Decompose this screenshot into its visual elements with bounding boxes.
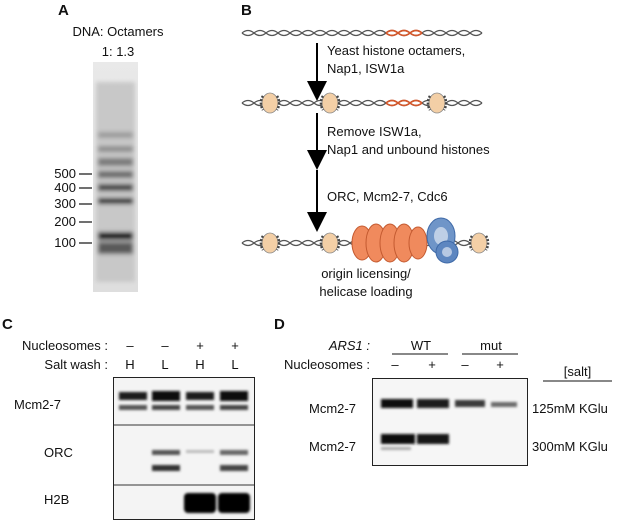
mcm-helicase-icon bbox=[426, 217, 459, 264]
nucleosome-icon bbox=[319, 92, 341, 114]
c-lane3-salt: H bbox=[195, 357, 205, 372]
ladder-200: 200 bbox=[54, 214, 76, 229]
nucleosome-icon bbox=[319, 232, 341, 254]
orc-complex-icon bbox=[351, 223, 428, 263]
gel-a-bands bbox=[96, 82, 135, 282]
result-line1: origin licensing/ bbox=[321, 266, 411, 281]
panel-a-label: A bbox=[58, 2, 69, 19]
d-nucleosomes-label: Nucleosomes : bbox=[284, 357, 370, 372]
c-lane2-salt: L bbox=[161, 357, 169, 372]
c-lane4-nuc: + bbox=[231, 338, 239, 353]
step2-line1: Remove ISW1a, bbox=[327, 124, 422, 139]
nucleosome-icon bbox=[259, 92, 281, 114]
blot-d-bands bbox=[381, 399, 517, 450]
c-lane1-nuc: – bbox=[126, 338, 134, 353]
result-line2: helicase loading bbox=[319, 284, 413, 299]
c-band-orc: ORC bbox=[44, 445, 73, 460]
ladder-300: 300 bbox=[54, 196, 76, 211]
salt-header: [salt] bbox=[563, 364, 592, 379]
panel-d-label: D bbox=[274, 316, 285, 333]
panel-c-label: C bbox=[2, 316, 13, 333]
salt-wash-row-label: Salt wash : bbox=[44, 357, 108, 372]
c-lane2-nuc: – bbox=[161, 338, 169, 353]
ladder-100: 100 bbox=[54, 235, 76, 250]
nucleosome-icon bbox=[426, 92, 448, 114]
step3-line1: ORC, Mcm2-7, Cdc6 bbox=[327, 189, 448, 204]
c-lane4-salt: L bbox=[231, 357, 239, 372]
step1-line2: Nap1, ISW1a bbox=[327, 61, 405, 76]
blot-c bbox=[113, 377, 255, 520]
nucleosomes-row-label: Nucleosomes : bbox=[22, 338, 108, 353]
gel-a-ratio: 1: 1.3 bbox=[101, 44, 135, 59]
step1-line1: Yeast histone octamers, bbox=[327, 43, 466, 58]
d-lane2-nuc: + bbox=[428, 357, 436, 372]
blot-d bbox=[372, 378, 528, 466]
c-band-mcm: Mcm2-7 bbox=[14, 397, 61, 412]
ars1-label: ARS1 : bbox=[328, 338, 370, 353]
d-lane4-nuc: + bbox=[496, 357, 504, 372]
c-lane3-nuc: + bbox=[196, 338, 204, 353]
gel-a-title: DNA: Octamers bbox=[72, 24, 164, 39]
d-lane3-nuc: – bbox=[461, 357, 469, 372]
c-band-h2b: H2B bbox=[44, 492, 70, 507]
gel-a-lane bbox=[93, 62, 138, 292]
c-lane1-salt: H bbox=[125, 357, 135, 372]
ladder-500: 500 bbox=[54, 166, 76, 181]
nucleosome-icon bbox=[259, 232, 281, 254]
nucleosome-icon bbox=[468, 232, 490, 254]
blot-c-bands bbox=[114, 391, 254, 513]
step2-line2: Nap1 and unbound histones bbox=[327, 142, 490, 157]
dna-helix-icon bbox=[241, 29, 483, 37]
group-wt: WT bbox=[410, 338, 432, 353]
d-row1-band: Mcm2-7 bbox=[309, 401, 356, 416]
ladder-400: 400 bbox=[54, 180, 76, 195]
d-lane1-nuc: – bbox=[391, 357, 399, 372]
d-row2-salt: 300mM KGlu bbox=[532, 439, 608, 454]
d-row2-band: Mcm2-7 bbox=[309, 439, 356, 454]
panel-b-label: B bbox=[241, 2, 252, 19]
d-row1-salt: 125mM KGlu bbox=[532, 401, 608, 416]
group-mut: mut bbox=[480, 338, 502, 353]
